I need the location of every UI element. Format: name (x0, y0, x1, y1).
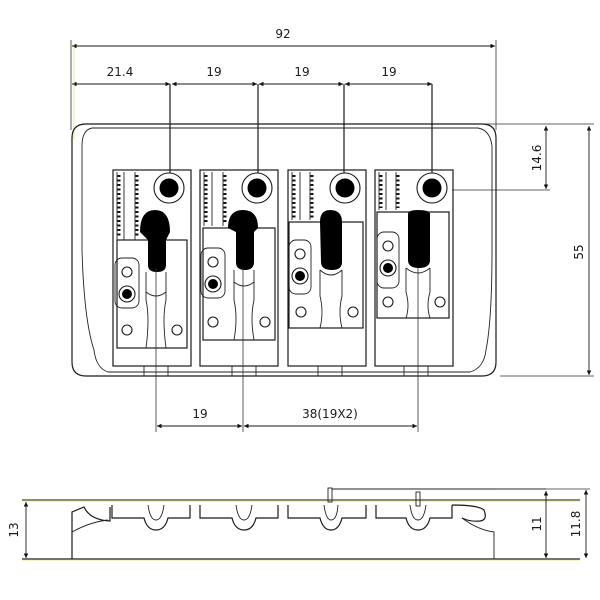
dim-11-8-label: 11.8 (569, 511, 583, 538)
dim-19-label-1: 19 (206, 65, 221, 79)
dim-55-label: 55 (572, 244, 586, 259)
dimension-bottom: 19 38(19X2) (155, 268, 419, 432)
dim-19-label-2: 19 (294, 65, 309, 79)
saddle-4 (374, 169, 454, 367)
dim-19-label-3: 19 (381, 65, 396, 79)
dim-38-label: 38(19X2) (302, 407, 358, 421)
side-view (22, 487, 580, 561)
string-center-lines (169, 84, 433, 178)
dim-92-label: 92 (275, 27, 290, 41)
dim-13-label: 13 (7, 522, 21, 537)
dim-11-label: 11 (530, 516, 544, 531)
dim-14-6-label: 14.6 (530, 145, 544, 172)
saddle-3 (287, 169, 367, 367)
dim-21-4-label: 21.4 (107, 65, 134, 79)
baseplate-top-view (71, 123, 497, 377)
saddle-rails (143, 366, 429, 376)
dimension-string-spacing: 21.4 19 19 19 (72, 44, 432, 140)
saddle-2 (199, 169, 279, 367)
saddle-1 (112, 169, 192, 367)
dimension-side: 13 11 11.8 (7, 488, 590, 558)
dimension-overall-width: 92 (70, 27, 497, 130)
dimension-right: 14.6 55 (440, 123, 594, 377)
dim-19-bottom-label: 19 (192, 407, 207, 421)
